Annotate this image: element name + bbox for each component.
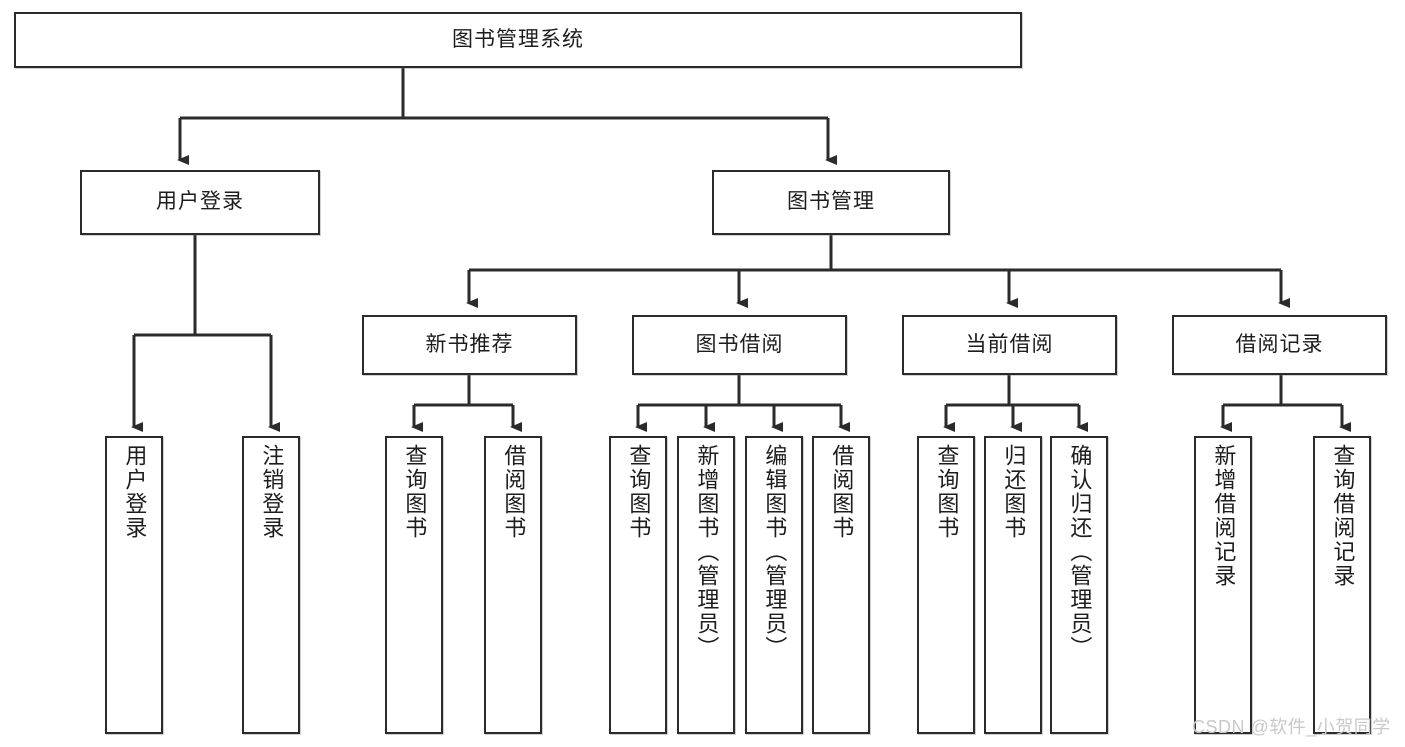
leaf-add-borrow-record-label: 新增借阅记录 [1211, 444, 1237, 588]
leaf-query-book-borrow-label: 查询图书 [626, 444, 652, 540]
node-new-book-recommend[interactable]: 新书推荐 [362, 315, 577, 375]
leaf-borrow-book-newbook-label: 借阅图书 [501, 444, 527, 540]
leaf-confirm-return-admin[interactable]: 确认归还（管理员） [1050, 436, 1108, 734]
leaf-user-login[interactable]: 用户登录 [105, 436, 163, 734]
leaf-logout[interactable]: 注销登录 [242, 436, 300, 734]
node-book-borrow[interactable]: 图书借阅 [632, 315, 847, 375]
node-root-label: 图书管理系统 [452, 27, 584, 51]
node-borrow-record[interactable]: 借阅记录 [1172, 315, 1387, 375]
node-user-login-label: 用户登录 [156, 190, 244, 214]
leaf-query-book-current-label: 查询图书 [934, 444, 960, 540]
node-new-book-recommend-label: 新书推荐 [425, 332, 514, 356]
leaf-edit-book-admin[interactable]: 编辑图书（管理员） [745, 436, 803, 734]
leaf-query-book-newbook-label: 查询图书 [402, 444, 428, 540]
node-borrow-record-label: 借阅记录 [1235, 332, 1324, 356]
leaf-logout-label: 注销登录 [259, 444, 285, 540]
leaf-return-book[interactable]: 归还图书 [984, 436, 1042, 734]
leaf-return-book-label: 归还图书 [1001, 444, 1027, 540]
leaf-borrow-book-newbook[interactable]: 借阅图书 [484, 436, 542, 734]
leaf-query-book-borrow[interactable]: 查询图书 [609, 436, 667, 734]
leaf-add-book-admin-label: 新增图书（管理员） [694, 444, 720, 660]
leaf-query-borrow-record-label: 查询借阅记录 [1330, 444, 1356, 588]
node-book-manage-label: 图书管理 [787, 190, 875, 214]
node-current-borrow-label: 当前借阅 [965, 332, 1054, 356]
leaf-query-book-current[interactable]: 查询图书 [917, 436, 975, 734]
leaf-add-book-admin[interactable]: 新增图书（管理员） [677, 436, 735, 734]
node-current-borrow[interactable]: 当前借阅 [902, 315, 1117, 375]
node-book-manage[interactable]: 图书管理 [712, 170, 950, 235]
leaf-add-borrow-record[interactable]: 新增借阅记录 [1194, 436, 1252, 734]
leaf-borrow-book-label: 借阅图书 [829, 444, 855, 540]
leaf-user-login-label: 用户登录 [122, 444, 148, 540]
leaf-query-book-newbook[interactable]: 查询图书 [385, 436, 443, 734]
leaf-query-borrow-record[interactable]: 查询借阅记录 [1313, 436, 1371, 734]
leaf-confirm-return-admin-label: 确认归还（管理员） [1067, 444, 1093, 660]
leaf-edit-book-admin-label: 编辑图书（管理员） [762, 444, 788, 660]
node-root[interactable]: 图书管理系统 [14, 12, 1022, 68]
node-user-login[interactable]: 用户登录 [80, 170, 320, 235]
leaf-borrow-book[interactable]: 借阅图书 [812, 436, 870, 734]
node-book-borrow-label: 图书借阅 [695, 332, 784, 356]
